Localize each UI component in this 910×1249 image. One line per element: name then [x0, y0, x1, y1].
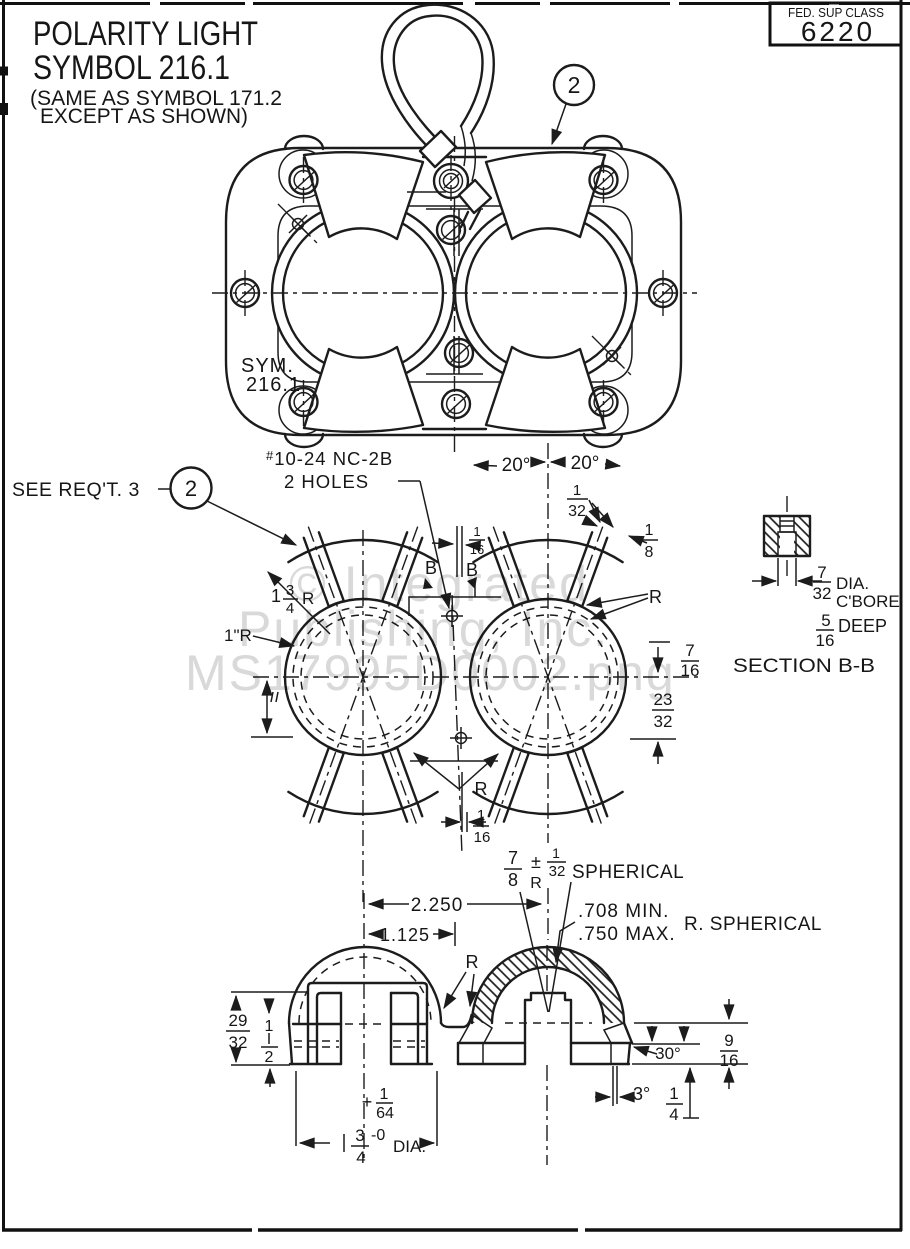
svg-text:20°: 20°	[502, 455, 531, 476]
svg-text:4: 4	[669, 1105, 678, 1124]
svg-text:30°: 30°	[655, 1044, 681, 1063]
svg-text:32: 32	[549, 863, 566, 880]
svg-text:3: 3	[355, 1126, 364, 1145]
svg-text:32: 32	[568, 503, 586, 520]
svg-text:DIA.: DIA.	[836, 574, 869, 593]
svg-text:2.250: 2.250	[411, 895, 464, 916]
svg-text:9: 9	[724, 1031, 733, 1050]
svg-text:#10-24 NC-2B: #10-24 NC-2B	[266, 448, 393, 469]
svg-text:32: 32	[229, 1033, 248, 1052]
svg-text:R: R	[649, 587, 662, 607]
svg-text:16: 16	[720, 1051, 739, 1070]
svg-text:SYM.: SYM.	[241, 355, 294, 377]
svg-text:1: 1	[477, 807, 485, 824]
svg-text:R. SPHERICAL: R. SPHERICAL	[684, 914, 822, 935]
svg-text:16: 16	[816, 631, 835, 650]
svg-text:R: R	[466, 952, 479, 972]
svg-text:MS17995D0002.png: MS17995D0002.png	[185, 645, 676, 701]
svg-text:23: 23	[654, 690, 673, 709]
svg-text:1: 1	[380, 1086, 389, 1103]
svg-text:7: 7	[685, 641, 694, 660]
svg-text:-0: -0	[371, 1127, 385, 1144]
svg-text:DIA.: DIA.	[393, 1137, 426, 1156]
svg-text:1: 1	[271, 586, 281, 606]
svg-text:SEE REQ'T. 3: SEE REQ'T. 3	[12, 479, 140, 501]
svg-text:32: 32	[654, 712, 673, 731]
svg-text:(SAME AS SYMBOL 171.2: (SAME AS SYMBOL 171.2	[30, 87, 282, 110]
svg-text:1: 1	[645, 522, 654, 539]
svg-text:4: 4	[286, 600, 294, 617]
svg-text:16: 16	[474, 829, 491, 846]
svg-text:32: 32	[813, 584, 832, 603]
svg-text:EXCEPT AS SHOWN): EXCEPT AS SHOWN)	[40, 105, 248, 128]
svg-text:1: 1	[669, 1084, 678, 1103]
svg-text:5: 5	[821, 611, 830, 630]
svg-text:1: 1	[473, 524, 480, 539]
svg-text:.708 MIN.: .708 MIN.	[578, 901, 669, 922]
svg-text:DEEP: DEEP	[838, 616, 887, 636]
svg-text:1: 1	[265, 1018, 274, 1035]
svg-text:3°: 3°	[633, 1084, 650, 1104]
svg-text:±: ±	[531, 852, 541, 872]
svg-text:SECTION B-B: SECTION B-B	[733, 655, 875, 677]
svg-text:SYMBOL 216.1: SYMBOL 216.1	[33, 49, 230, 87]
svg-text:2: 2	[568, 72, 581, 98]
svg-text:16: 16	[681, 661, 700, 680]
svg-text:20°: 20°	[571, 453, 600, 474]
svg-text:.750 MAX.: .750 MAX.	[578, 924, 676, 945]
svg-text:R: R	[302, 589, 314, 608]
svg-text:POLARITY LIGHT: POLARITY LIGHT	[33, 15, 258, 53]
svg-text:FED. SUP CLASS: FED. SUP CLASS	[788, 6, 884, 20]
svg-text:6220: 6220	[801, 16, 875, 47]
svg-text:3: 3	[286, 582, 294, 599]
svg-text:1: 1	[552, 845, 560, 861]
svg-text:8: 8	[508, 870, 518, 890]
svg-text:4: 4	[356, 1148, 365, 1167]
svg-text:29: 29	[229, 1011, 248, 1030]
svg-text:+: +	[362, 1092, 373, 1112]
svg-text:16: 16	[470, 542, 484, 557]
svg-text:B: B	[425, 558, 437, 578]
svg-text:8: 8	[645, 544, 654, 561]
svg-text:2 HOLES: 2 HOLES	[284, 471, 369, 492]
svg-text:B: B	[466, 560, 478, 580]
svg-text:1: 1	[573, 482, 581, 499]
svg-text:SPHERICAL: SPHERICAL	[572, 862, 684, 883]
svg-text:7: 7	[508, 848, 518, 868]
svg-text:64: 64	[376, 1105, 394, 1122]
svg-text:1"R: 1"R	[224, 626, 252, 645]
svg-text:Publishing, Inc.: Publishing, Inc.	[238, 601, 609, 657]
svg-text:© Integrated: © Integrated	[289, 556, 589, 612]
svg-text:2: 2	[185, 476, 197, 501]
svg-text:2: 2	[265, 1049, 274, 1066]
svg-text:7: 7	[817, 563, 826, 582]
svg-text:R: R	[475, 779, 488, 799]
svg-text:R: R	[530, 875, 542, 892]
svg-text:C'BORE: C'BORE	[836, 592, 900, 611]
svg-text:1.125: 1.125	[380, 925, 430, 945]
svg-text:216.1: 216.1	[246, 374, 301, 396]
